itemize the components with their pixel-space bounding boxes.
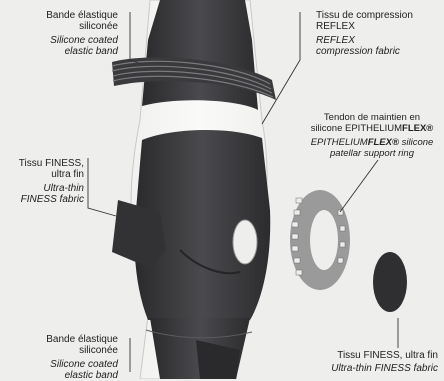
label-top-band-en-2: elastic band: [18, 46, 118, 57]
compression-fabric-upper: [142, 0, 258, 110]
label-finess-right: Tissu FINESS, ultra fin Ultra-thin FINES…: [300, 350, 438, 374]
label-bottom-band-fr-2: siliconée: [18, 345, 118, 356]
label-finess-right-en: Ultra-thin FINESS fabric: [300, 363, 438, 374]
patella-opening: [233, 220, 257, 264]
label-compression-en-2: compression fabric: [316, 46, 413, 57]
label-bottom-band-en-2: elastic band: [18, 370, 118, 381]
label-tendon: Tendon de maintien en silicone EPITHELIU…: [300, 112, 444, 159]
label-tendon-fr-1: Tendon de maintien en: [300, 112, 444, 123]
label-top-band-fr-1: Bande élastique: [18, 10, 118, 21]
label-finess-right-fr: Tissu FINESS, ultra fin: [300, 350, 438, 361]
label-finess-left: Tissu FINESS, ultra fin Ultra-thin FINES…: [4, 158, 84, 205]
label-compression-fr-1: Tissu de compression: [316, 10, 413, 21]
label-compression-en-1: REFLEX: [316, 35, 413, 46]
label-finess-left-fr-2: ultra fin: [4, 169, 84, 180]
label-tendon-en-1b: FLEX®: [368, 137, 399, 148]
label-bottom-band-fr-1: Bande élastique: [18, 334, 118, 345]
label-top-band-en-1: Silicone coated: [18, 35, 118, 46]
label-bottom-band-en-1: Silicone coated: [18, 359, 118, 370]
label-tendon-en-1c: silicone: [399, 137, 433, 148]
label-compression-fr-2: REFLEX: [316, 21, 413, 32]
bottom-silicone-band: [146, 318, 252, 379]
finess-fabric-right-piece: [373, 252, 407, 312]
label-compression: Tissu de compression REFLEX REFLEX compr…: [316, 10, 413, 57]
label-finess-left-fr-1: Tissu FINESS,: [4, 158, 84, 169]
label-tendon-fr-2a: silicone EPITHELIUM: [311, 123, 402, 134]
label-finess-left-en-2: FINESS fabric: [4, 194, 84, 205]
patellar-support-ring: [290, 190, 350, 290]
label-bottom-band: Bande élastique siliconée Silicone coate…: [18, 334, 118, 381]
label-tendon-fr-2b: FLEX®: [402, 123, 433, 134]
label-top-band: Bande élastique siliconée Silicone coate…: [18, 10, 118, 57]
label-finess-left-en-1: Ultra-thin: [4, 183, 84, 194]
label-top-band-fr-2: siliconée: [18, 21, 118, 32]
label-tendon-en-1a: EPITHELIUM: [311, 137, 368, 148]
label-tendon-en-2: patellar support ring: [300, 148, 444, 159]
